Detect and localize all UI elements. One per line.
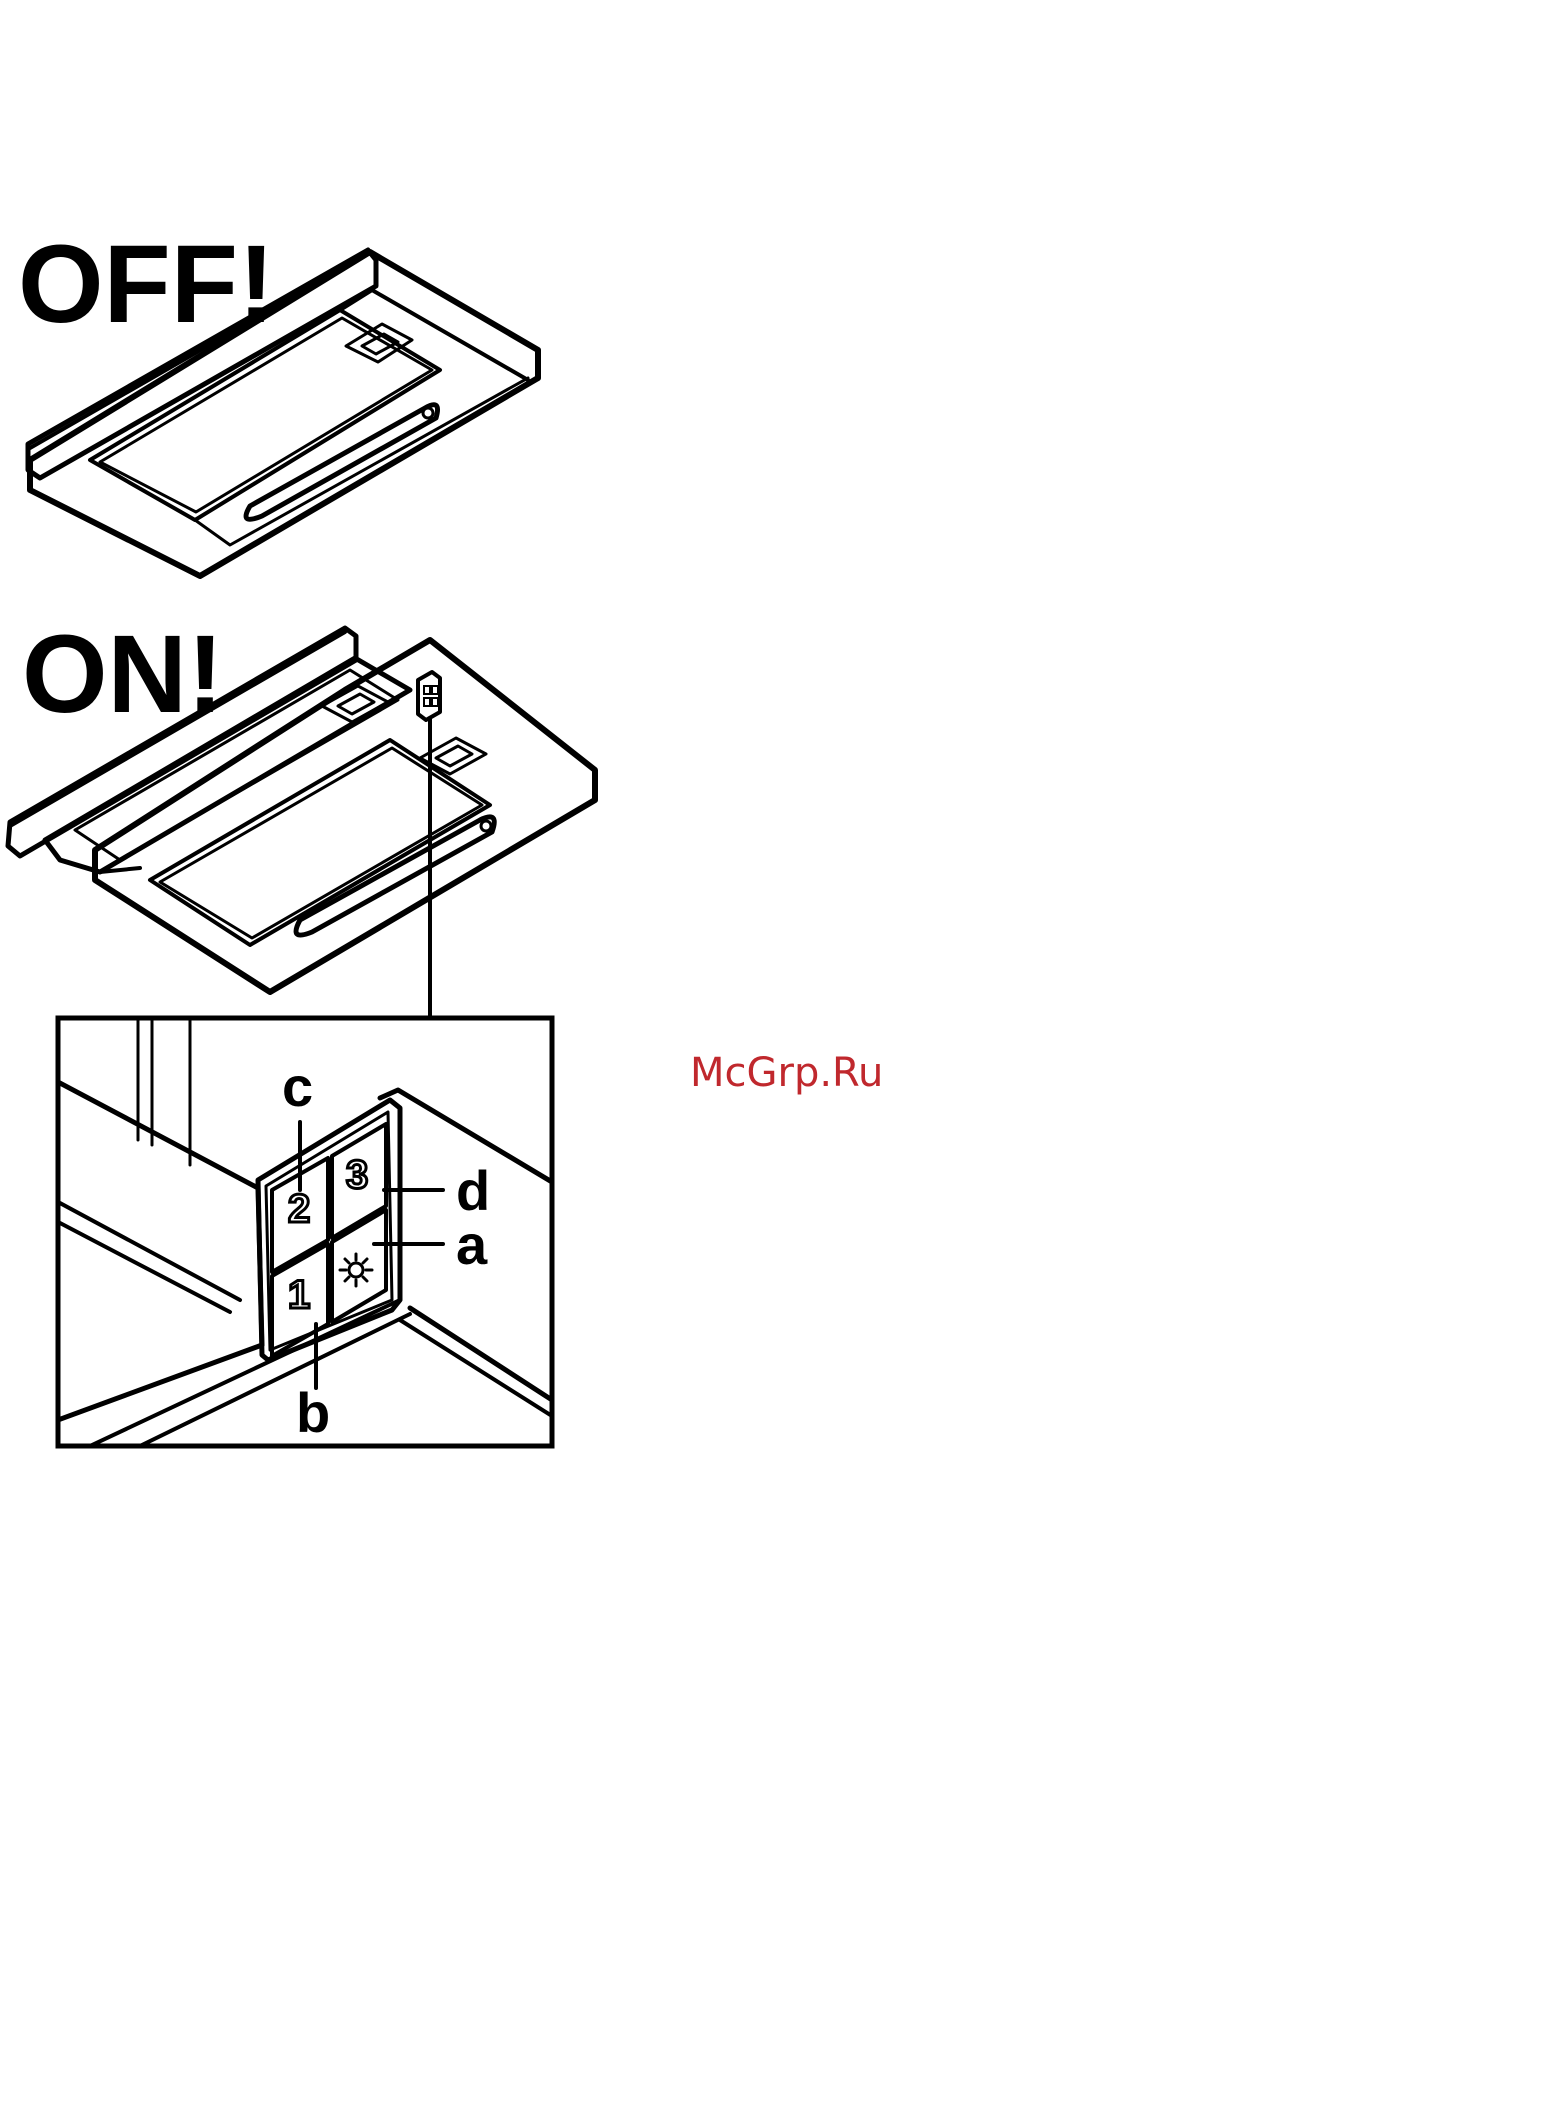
light-icon [340, 1254, 372, 1286]
callout-b: b [296, 1381, 330, 1444]
watermark: McGrp.Ru [690, 1050, 883, 1096]
button-level-3-glyph: 3 [346, 1153, 368, 1197]
button-level-2-glyph: 2 [288, 1187, 310, 1231]
callout-a: a [456, 1213, 488, 1276]
control-panel-detail: 2 3 1 c d a b [58, 1018, 552, 1446]
hood-off-illustration: OFF! [18, 223, 538, 576]
callout-c: c [282, 1055, 313, 1118]
button-level-1-glyph: 1 [288, 1273, 310, 1317]
hood-on-illustration: ON! [8, 613, 595, 1018]
